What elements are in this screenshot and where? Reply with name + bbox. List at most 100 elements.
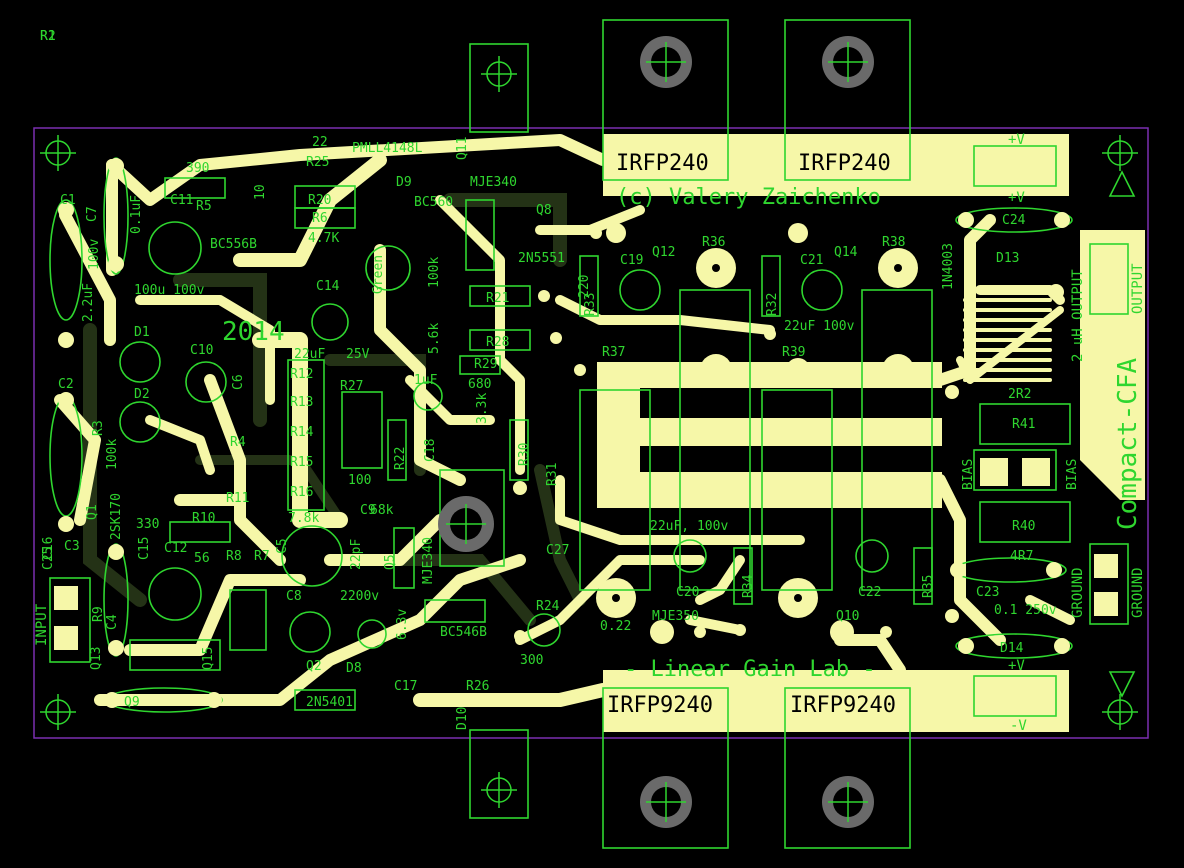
- bias-label-left: BIAS: [961, 459, 976, 490]
- component-ref-label: 100k: [427, 257, 442, 288]
- output-label: OUTPUT: [1130, 263, 1146, 314]
- component-ref-label: R39: [782, 345, 805, 360]
- component-ref-label: R3: [91, 420, 106, 436]
- component-ref-label: D1: [134, 325, 150, 340]
- component-ref-label: 68k: [370, 503, 394, 518]
- vplus-label-bottom: +V: [1008, 658, 1025, 674]
- component-ref-label: 2200v: [340, 589, 379, 604]
- board-title: Compact-CFA: [1113, 357, 1143, 530]
- component-ref-label: R28: [486, 335, 509, 350]
- component-ref-label: C24: [1002, 213, 1026, 228]
- irfp240-label-right: IRFP240: [798, 151, 891, 176]
- component-ref-label: C1: [60, 193, 76, 208]
- component-ref-label: R25: [306, 155, 329, 170]
- mount-hole: [640, 36, 692, 88]
- vplus-label-mid: +V: [1008, 190, 1025, 206]
- component-ref-label: C21: [800, 253, 823, 268]
- component-ref-label: MJE340: [470, 175, 517, 190]
- irfp9240-label-right: IRFP9240: [790, 693, 896, 718]
- component-ref-label: R33: [583, 293, 598, 316]
- component-ref-label: 22uF, 100v: [650, 519, 728, 534]
- component-ref-label: R36: [702, 235, 725, 250]
- component-ref-label: BC560: [414, 195, 453, 210]
- component-ref-label: D2: [134, 387, 150, 402]
- component-ref-label: Q12: [652, 245, 675, 260]
- component-ref-label: Q9: [124, 695, 140, 710]
- inductor-coil: [963, 298, 1052, 382]
- component-ref-label: 22uF: [294, 347, 325, 362]
- component-ref-label: 2N5401: [306, 695, 353, 710]
- vplus-label-top: +V: [1008, 132, 1025, 148]
- component-ref-label: C3: [64, 539, 80, 554]
- component-ref-label: 3.3k: [475, 393, 490, 424]
- component-ref-label: Q11: [455, 137, 470, 160]
- component-ref-label: MJE340: [421, 537, 436, 584]
- component-ref-label: C5: [275, 538, 290, 554]
- component-ref-label: R21: [486, 291, 509, 306]
- component-ref-label: 0.1uF: [129, 195, 144, 234]
- component-ref-label: BC556B: [210, 237, 257, 252]
- component-ref-label: R29: [474, 357, 497, 372]
- component-ref-label: C2: [58, 377, 74, 392]
- component-ref-label: 1N4003: [941, 243, 956, 290]
- component-ref-label: C15: [137, 537, 152, 560]
- component-ref-label: R7: [254, 549, 270, 564]
- component-ref-label: R20: [308, 193, 331, 208]
- component-ref-label: Q1: [85, 504, 100, 520]
- component-outlines: [49, 145, 1136, 717]
- component-ref-label: C27: [546, 543, 569, 558]
- component-ref-label: C12: [164, 541, 187, 556]
- component-ref-label: R16: [290, 485, 313, 500]
- component-ref-label: 390: [186, 161, 209, 176]
- component-ref-label: R14: [290, 425, 314, 440]
- component-ref-label: R37: [602, 345, 625, 360]
- component-ref-label: 300: [520, 653, 543, 668]
- component-ref-label: R27: [340, 379, 363, 394]
- component-ref-label: D8: [346, 661, 362, 676]
- component-ref-label: R30: [517, 443, 532, 466]
- component-ref-label: R41: [1012, 417, 1035, 432]
- component-ref-label: Green: [371, 255, 386, 294]
- mount-hole: [640, 776, 692, 828]
- component-ref-label: C11: [170, 193, 193, 208]
- component-ref-label: C4: [105, 614, 120, 630]
- component-ref-label: 4.7K: [308, 231, 339, 246]
- component-ref-label: D14: [1000, 641, 1024, 656]
- component-ref-label: R15: [290, 455, 313, 470]
- component-ref-label: C10: [190, 343, 213, 358]
- component-ref-label: R22: [393, 447, 408, 470]
- irfp9240-label-left: IRFP9240: [607, 693, 713, 718]
- power-pads: [596, 223, 918, 644]
- component-ref-label: R34: [741, 574, 756, 598]
- component-ref-label: MJE350: [652, 609, 699, 624]
- component-ref-label: Q8: [536, 203, 552, 218]
- component-ref-label: R8: [226, 549, 242, 564]
- output-inductor-label: 2 uH OUTPUT: [1070, 269, 1086, 362]
- component-ref-label: D9: [396, 175, 412, 190]
- component-ref-label: C23: [976, 585, 999, 600]
- irfp240-label-left: IRFP240: [616, 151, 709, 176]
- component-ref-label: Q2: [306, 659, 322, 674]
- component-ref-label: D13: [996, 251, 1019, 266]
- ground-label-right: GROUND: [1130, 567, 1146, 618]
- component-ref-label: R24: [536, 599, 560, 614]
- component-ref-label: R9: [91, 606, 106, 622]
- component-ref-label: 2R2: [1008, 387, 1031, 402]
- component-ref-label: R12: [290, 367, 313, 382]
- component-ref-label: 4R7: [1010, 549, 1033, 564]
- connector-labels: INPUT OUTPUT 2 uH OUTPUT GROUND GROUND B…: [34, 132, 1146, 734]
- mount-hole: [822, 776, 874, 828]
- component-ref-label: 680: [468, 377, 491, 392]
- brand-text: - Linear Gain Lab -: [624, 657, 876, 682]
- component-ref-label: 10: [253, 184, 268, 200]
- ground-label-left: GROUND: [1070, 567, 1086, 618]
- mounting-holes: [40, 36, 1138, 828]
- component-ref-label: 6.3v: [395, 609, 410, 640]
- component-ref-label: 2.2uF: [81, 283, 96, 322]
- component-ref-label: 100k: [105, 439, 120, 470]
- component-ref-label: D10: [455, 707, 470, 730]
- component-ref-label: C8: [286, 589, 302, 604]
